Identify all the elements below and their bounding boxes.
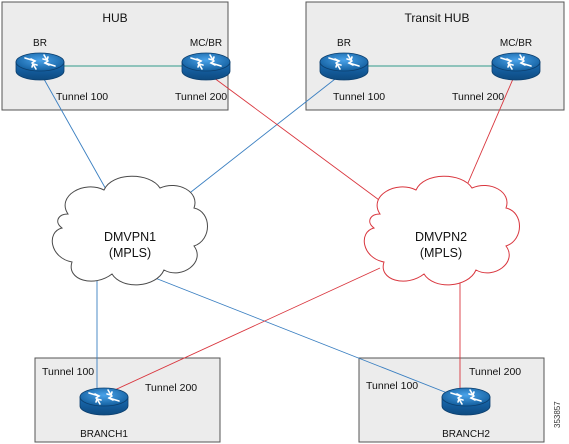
transit-hub-title: Transit HUB xyxy=(405,11,470,25)
dmvpn1-cloud: DMVPN1 (MPLS) xyxy=(51,175,208,286)
hub-mcbr-label: MC/BR xyxy=(190,38,222,49)
hub-title: HUB xyxy=(102,11,127,25)
transit-br-router-icon[interactable] xyxy=(319,52,369,81)
hub-br-label: BR xyxy=(33,38,47,49)
link-dmvpn1-to-branch2 xyxy=(149,275,461,399)
hub-br-router-icon[interactable] xyxy=(15,52,65,81)
hub-mcbr-router-icon[interactable] xyxy=(181,52,231,81)
branch2-router-icon[interactable] xyxy=(441,387,491,416)
branch2-tunnel-100-label: Tunnel 100 xyxy=(366,380,418,392)
transit-mcbr-router-icon[interactable] xyxy=(491,52,541,81)
dmvpn1-label-line2: (MPLS) xyxy=(109,246,151,260)
branch1-name: BRANCH1 xyxy=(80,429,128,440)
transit-br-label: BR xyxy=(337,38,351,49)
branch1-tunnel-100-label: Tunnel 100 xyxy=(42,366,94,378)
dmvpn2-cloud: DMVPN2 (MPLS) xyxy=(363,175,520,286)
hub-tunnel-100-label: Tunnel 100 xyxy=(56,91,108,103)
transit-mcbr-label: MC/BR xyxy=(500,38,532,49)
link-dmvpn2-to-branch1 xyxy=(105,267,381,395)
hub-tunnel-200-label: Tunnel 200 xyxy=(175,91,227,103)
branch2-tunnel-200-label: Tunnel 200 xyxy=(469,366,521,378)
branch1-tunnel-200-label: Tunnel 200 xyxy=(145,382,197,394)
transit-tunnel-100-label: Tunnel 100 xyxy=(333,91,385,103)
link-hub-mcbr-to-dmvpn2 xyxy=(205,71,399,215)
branch2-name: BRANCH2 xyxy=(442,429,490,440)
dmvpn1-label-line1: DMVPN1 xyxy=(104,230,156,244)
dmvpn2-label-line2: (MPLS) xyxy=(420,246,462,260)
dmvpn2-label-line1: DMVPN2 xyxy=(415,230,467,244)
link-hub-br-to-dmvpn1 xyxy=(39,71,113,201)
figure-id: 353857 xyxy=(553,401,562,428)
transit-tunnel-200-label: Tunnel 200 xyxy=(452,91,504,103)
link-transit-br-to-dmvpn1 xyxy=(167,71,345,211)
branch1-router-icon[interactable] xyxy=(79,387,129,416)
